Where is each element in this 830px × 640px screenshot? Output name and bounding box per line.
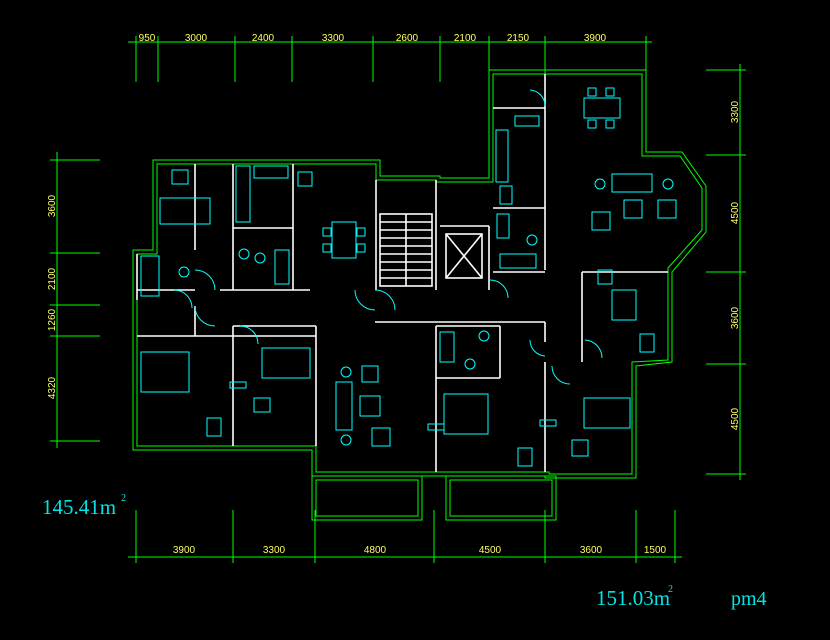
chair-icon <box>571 439 589 457</box>
dim-bottom-1: 3900 <box>173 545 196 556</box>
chair-icon <box>605 119 615 129</box>
sofa-icon <box>335 381 353 431</box>
dim-right-3: 3600 <box>730 306 741 329</box>
dining-table-icon <box>331 221 357 259</box>
right-unit-area-label: 151.03m 2 <box>596 584 673 610</box>
stove-icon <box>514 115 540 127</box>
chair-icon <box>253 397 271 413</box>
dim-bottom-3: 4800 <box>364 545 387 556</box>
armchair-icon <box>657 199 677 219</box>
left-unit-area-label: 145.41m 2 <box>42 493 126 519</box>
double-bed-icon <box>583 397 631 429</box>
toilet-icon <box>178 266 190 278</box>
right-unit-area-superscript: 2 <box>668 584 673 595</box>
lamp-icon <box>340 434 352 446</box>
lamp-icon <box>340 366 352 378</box>
chair-icon <box>356 243 366 253</box>
double-bed-icon <box>261 347 311 379</box>
shower-icon <box>140 255 160 297</box>
shower-icon <box>439 331 455 363</box>
chair-icon <box>517 447 533 467</box>
right-unit-area: 151.03m <box>596 586 670 610</box>
armchair-icon <box>591 211 611 231</box>
doors <box>173 89 603 385</box>
lamp-icon <box>662 178 674 190</box>
left-dimension-labels: 3600 2100 1260 4320 <box>47 194 58 399</box>
lamp-icon <box>594 178 606 190</box>
bottom-dimension-labels: 3900 3300 4800 4500 3600 1500 <box>173 545 667 556</box>
dining-table-icon <box>583 97 621 119</box>
bed-icon <box>611 289 637 321</box>
washer-icon <box>297 171 313 187</box>
kitchen-counter-icon <box>235 165 251 223</box>
dim-bottom-4: 4500 <box>479 545 502 556</box>
dim-bottom-5: 3600 <box>580 545 603 556</box>
kitchen-counter-icon <box>495 129 509 183</box>
dim-right-1: 3300 <box>730 100 741 123</box>
dimension-lines <box>50 36 746 563</box>
dim-left-1: 3600 <box>47 194 58 217</box>
dim-top-2: 3000 <box>185 33 208 44</box>
left-unit-area: 145.41m <box>42 495 116 519</box>
chair-icon <box>587 119 597 129</box>
toilet-icon <box>254 252 266 264</box>
sink-icon <box>238 248 250 260</box>
dim-left-2: 2100 <box>47 267 58 290</box>
sink-icon <box>478 330 490 342</box>
chair-icon <box>206 417 222 437</box>
bed-icon <box>159 197 211 225</box>
dim-top-6: 2100 <box>454 33 477 44</box>
double-bed-icon <box>140 351 190 393</box>
furniture <box>140 87 677 467</box>
sofa-icon <box>611 173 653 193</box>
plan-code: pm4 <box>731 588 767 610</box>
dim-top-1: 950 <box>139 33 156 44</box>
dim-top-8: 3900 <box>584 33 607 44</box>
chair-icon <box>639 333 655 353</box>
outer-walls <box>132 69 707 479</box>
bathtub-icon <box>274 249 290 285</box>
chair-icon <box>587 87 597 97</box>
dim-bottom-6: 1500 <box>644 545 667 556</box>
desk-icon <box>427 423 445 431</box>
elevator <box>445 233 483 279</box>
toilet-icon <box>464 358 476 370</box>
balconies <box>311 475 557 521</box>
left-unit-area-superscript: 2 <box>121 493 126 504</box>
coffee-table-icon <box>623 199 643 219</box>
shower-icon <box>496 213 510 239</box>
dim-top-3: 2400 <box>252 33 275 44</box>
armchair-icon <box>361 365 379 383</box>
staircase <box>379 213 433 287</box>
dim-left-4: 4320 <box>47 376 58 399</box>
bathtub-icon <box>499 253 537 269</box>
chair-icon <box>597 269 613 285</box>
chair-icon <box>171 169 189 185</box>
armchair-icon <box>371 427 391 447</box>
top-dimension-labels: 950 3000 2400 3300 2600 2100 2150 3900 <box>139 33 607 44</box>
desk-icon <box>539 419 557 427</box>
chair-icon <box>605 87 615 97</box>
interior-walls <box>136 74 668 472</box>
fridge-icon <box>499 185 513 205</box>
dim-right-2: 4500 <box>730 201 741 224</box>
toilet-icon <box>526 234 538 246</box>
dim-left-3: 1260 <box>47 308 58 331</box>
chair-icon <box>322 243 332 253</box>
double-bed-icon <box>443 393 489 435</box>
dim-right-4: 4500 <box>730 407 741 430</box>
dim-top-7: 2150 <box>507 33 530 44</box>
right-dimension-labels: 3300 4500 3600 4500 <box>730 100 741 430</box>
dim-top-4: 3300 <box>322 33 345 44</box>
dim-bottom-2: 3300 <box>263 545 286 556</box>
coffee-table-icon <box>359 395 381 417</box>
desk-icon <box>229 381 247 389</box>
stove-icon <box>253 165 289 179</box>
dim-top-5: 2600 <box>396 33 419 44</box>
chair-icon <box>356 227 366 237</box>
chair-icon <box>322 227 332 237</box>
